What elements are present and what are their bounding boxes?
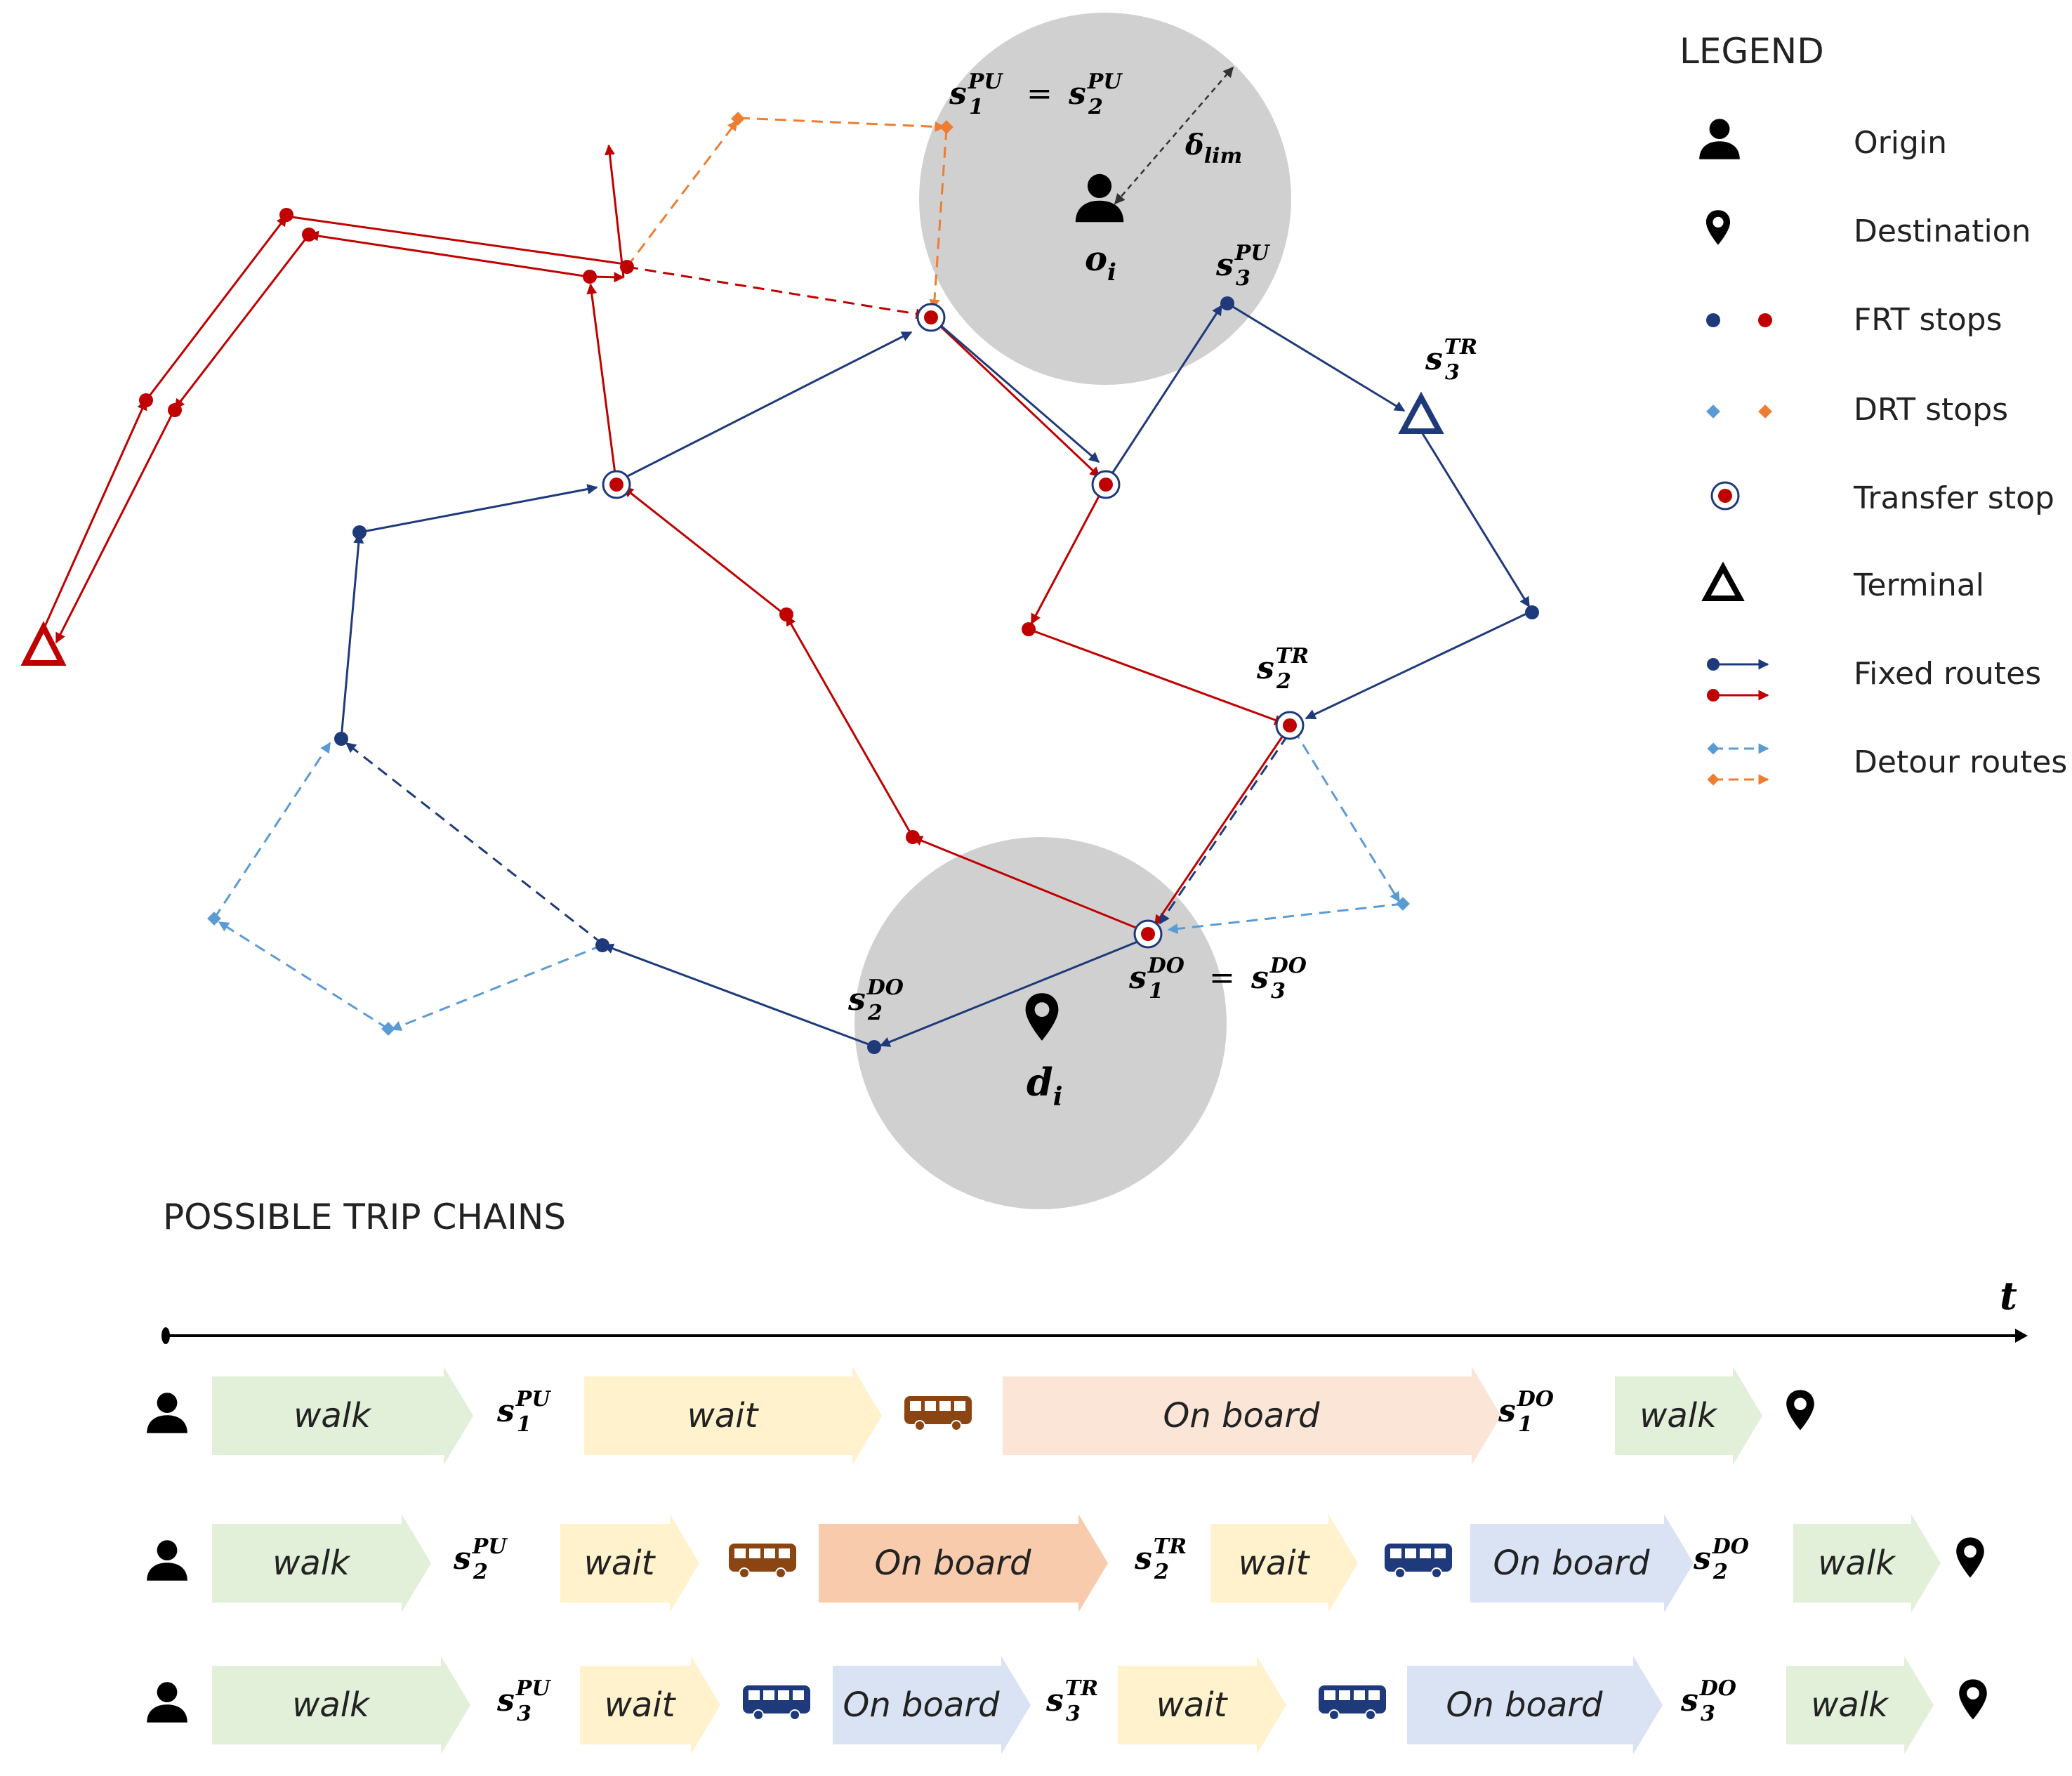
legend-detour-routes-icon xyxy=(1707,742,1769,786)
trip-chip-label: wait xyxy=(1239,1544,1311,1583)
trip-chip-on-board xyxy=(819,1514,1108,1612)
red-frt-stops xyxy=(139,208,1036,844)
time-axis xyxy=(161,1327,2028,1344)
trip-chip-walk xyxy=(1615,1367,1762,1465)
person-icon xyxy=(147,1540,187,1581)
trip-chip-on-board xyxy=(1407,1656,1663,1754)
blue-fixed-routes xyxy=(340,302,1531,1048)
trip-chip-label: On board xyxy=(1493,1544,1650,1583)
legend-label-terminal: Terminal xyxy=(1853,567,1984,603)
trip-chip-walk xyxy=(212,1656,470,1754)
legend-terminal-triangle-icon xyxy=(1701,561,1745,601)
trip-chip-label: walk xyxy=(1818,1544,1896,1583)
legend-label-frt-stops: FRT stops xyxy=(1854,302,2002,338)
red-fixed-routes xyxy=(37,144,1291,934)
trip-chip-walk xyxy=(212,1514,431,1612)
map-pin-icon xyxy=(1956,1537,1984,1578)
legend-drt-stop-diamonds-icon xyxy=(1706,404,1772,419)
bus-icon xyxy=(729,1544,796,1579)
destination-label: di xyxy=(1027,1060,1062,1112)
trip-chip-wait xyxy=(584,1367,882,1465)
person-icon xyxy=(147,1682,187,1723)
legend-label-origin: Origin xyxy=(1854,125,1947,161)
drt-stops xyxy=(207,112,1410,1036)
trip-chip-wait xyxy=(1210,1514,1358,1612)
blue-frt-stops xyxy=(334,296,1539,1054)
red-terminal-triangle-icon xyxy=(20,621,67,666)
trip-chip-label: On board xyxy=(1446,1685,1603,1725)
map-pin-icon xyxy=(1959,1679,1987,1720)
orange-detour-routes xyxy=(626,117,948,310)
origin-label: oi xyxy=(1085,239,1116,287)
legend-frt-stop-dots-icon xyxy=(1706,313,1772,327)
trip-chip-label: On board xyxy=(1163,1396,1320,1435)
trip-chip-label: wait xyxy=(687,1396,760,1435)
trip-chip-label: wait xyxy=(605,1685,677,1725)
bus-icon xyxy=(904,1396,972,1431)
time-axis-label: t xyxy=(2000,1273,2017,1318)
trip-chip-walk xyxy=(1786,1656,1934,1754)
trip-chip-label: On board xyxy=(875,1544,1031,1583)
bus-icon xyxy=(1319,1685,1386,1721)
delta-lim-arrow xyxy=(1114,66,1234,205)
legend-label-detour-routes: Detour routes xyxy=(1854,744,2067,780)
bus-icon xyxy=(743,1685,810,1721)
map-pin-icon xyxy=(1786,1390,1814,1430)
blue-terminal-triangle-icon xyxy=(1398,391,1444,434)
legend-fixed-routes-icon xyxy=(1707,658,1769,702)
trip-chip-wait xyxy=(580,1656,720,1754)
delta-lim-label: δlim xyxy=(1185,129,1242,169)
transfer-stops xyxy=(602,303,1305,949)
trip-chains-title: POSSIBLE TRIP CHAINS xyxy=(163,1197,566,1237)
trip-chip-on-board xyxy=(1003,1367,1501,1465)
trip-chip-label: walk xyxy=(272,1544,351,1583)
legend-title: LEGEND xyxy=(1680,31,1824,72)
legend-label-fixed-routes: Fixed routes xyxy=(1854,656,2041,692)
trip-chip-label: walk xyxy=(1811,1685,1889,1725)
trip-chip-on-board xyxy=(833,1656,1031,1754)
bus-icon xyxy=(1385,1544,1452,1579)
trip-chip-label: walk xyxy=(292,1685,371,1725)
trip-chip-wait xyxy=(1118,1656,1286,1754)
trip-chip-label: On board xyxy=(843,1685,1000,1725)
legend: LEGEND Origin Destination FRT stops DRT … xyxy=(1680,31,2067,786)
trip-chip-walk xyxy=(1793,1514,1941,1612)
trip-chip-on-board xyxy=(1470,1514,1694,1612)
trip-chip-walk xyxy=(212,1367,473,1465)
legend-label-transfer-stop: Transfer stop xyxy=(1853,480,2054,516)
legend-map-pin-icon xyxy=(1705,210,1731,245)
trip-chip-label: walk xyxy=(293,1396,372,1435)
origin-catchment-circle xyxy=(919,13,1291,385)
legend-transfer-stop-icon xyxy=(1710,481,1740,511)
person-icon xyxy=(147,1393,187,1433)
blue-detour-routes xyxy=(213,728,1404,1031)
trip-chip-wait xyxy=(560,1514,699,1612)
trip-chip-label: wait xyxy=(584,1544,656,1583)
legend-label-destination: Destination xyxy=(1854,213,2031,249)
legend-label-drt-stops: DRT stops xyxy=(1854,392,2008,428)
trip-chip-label: wait xyxy=(1156,1685,1229,1725)
legend-person-icon xyxy=(1699,119,1740,159)
trip-chip-label: walk xyxy=(1639,1396,1718,1435)
